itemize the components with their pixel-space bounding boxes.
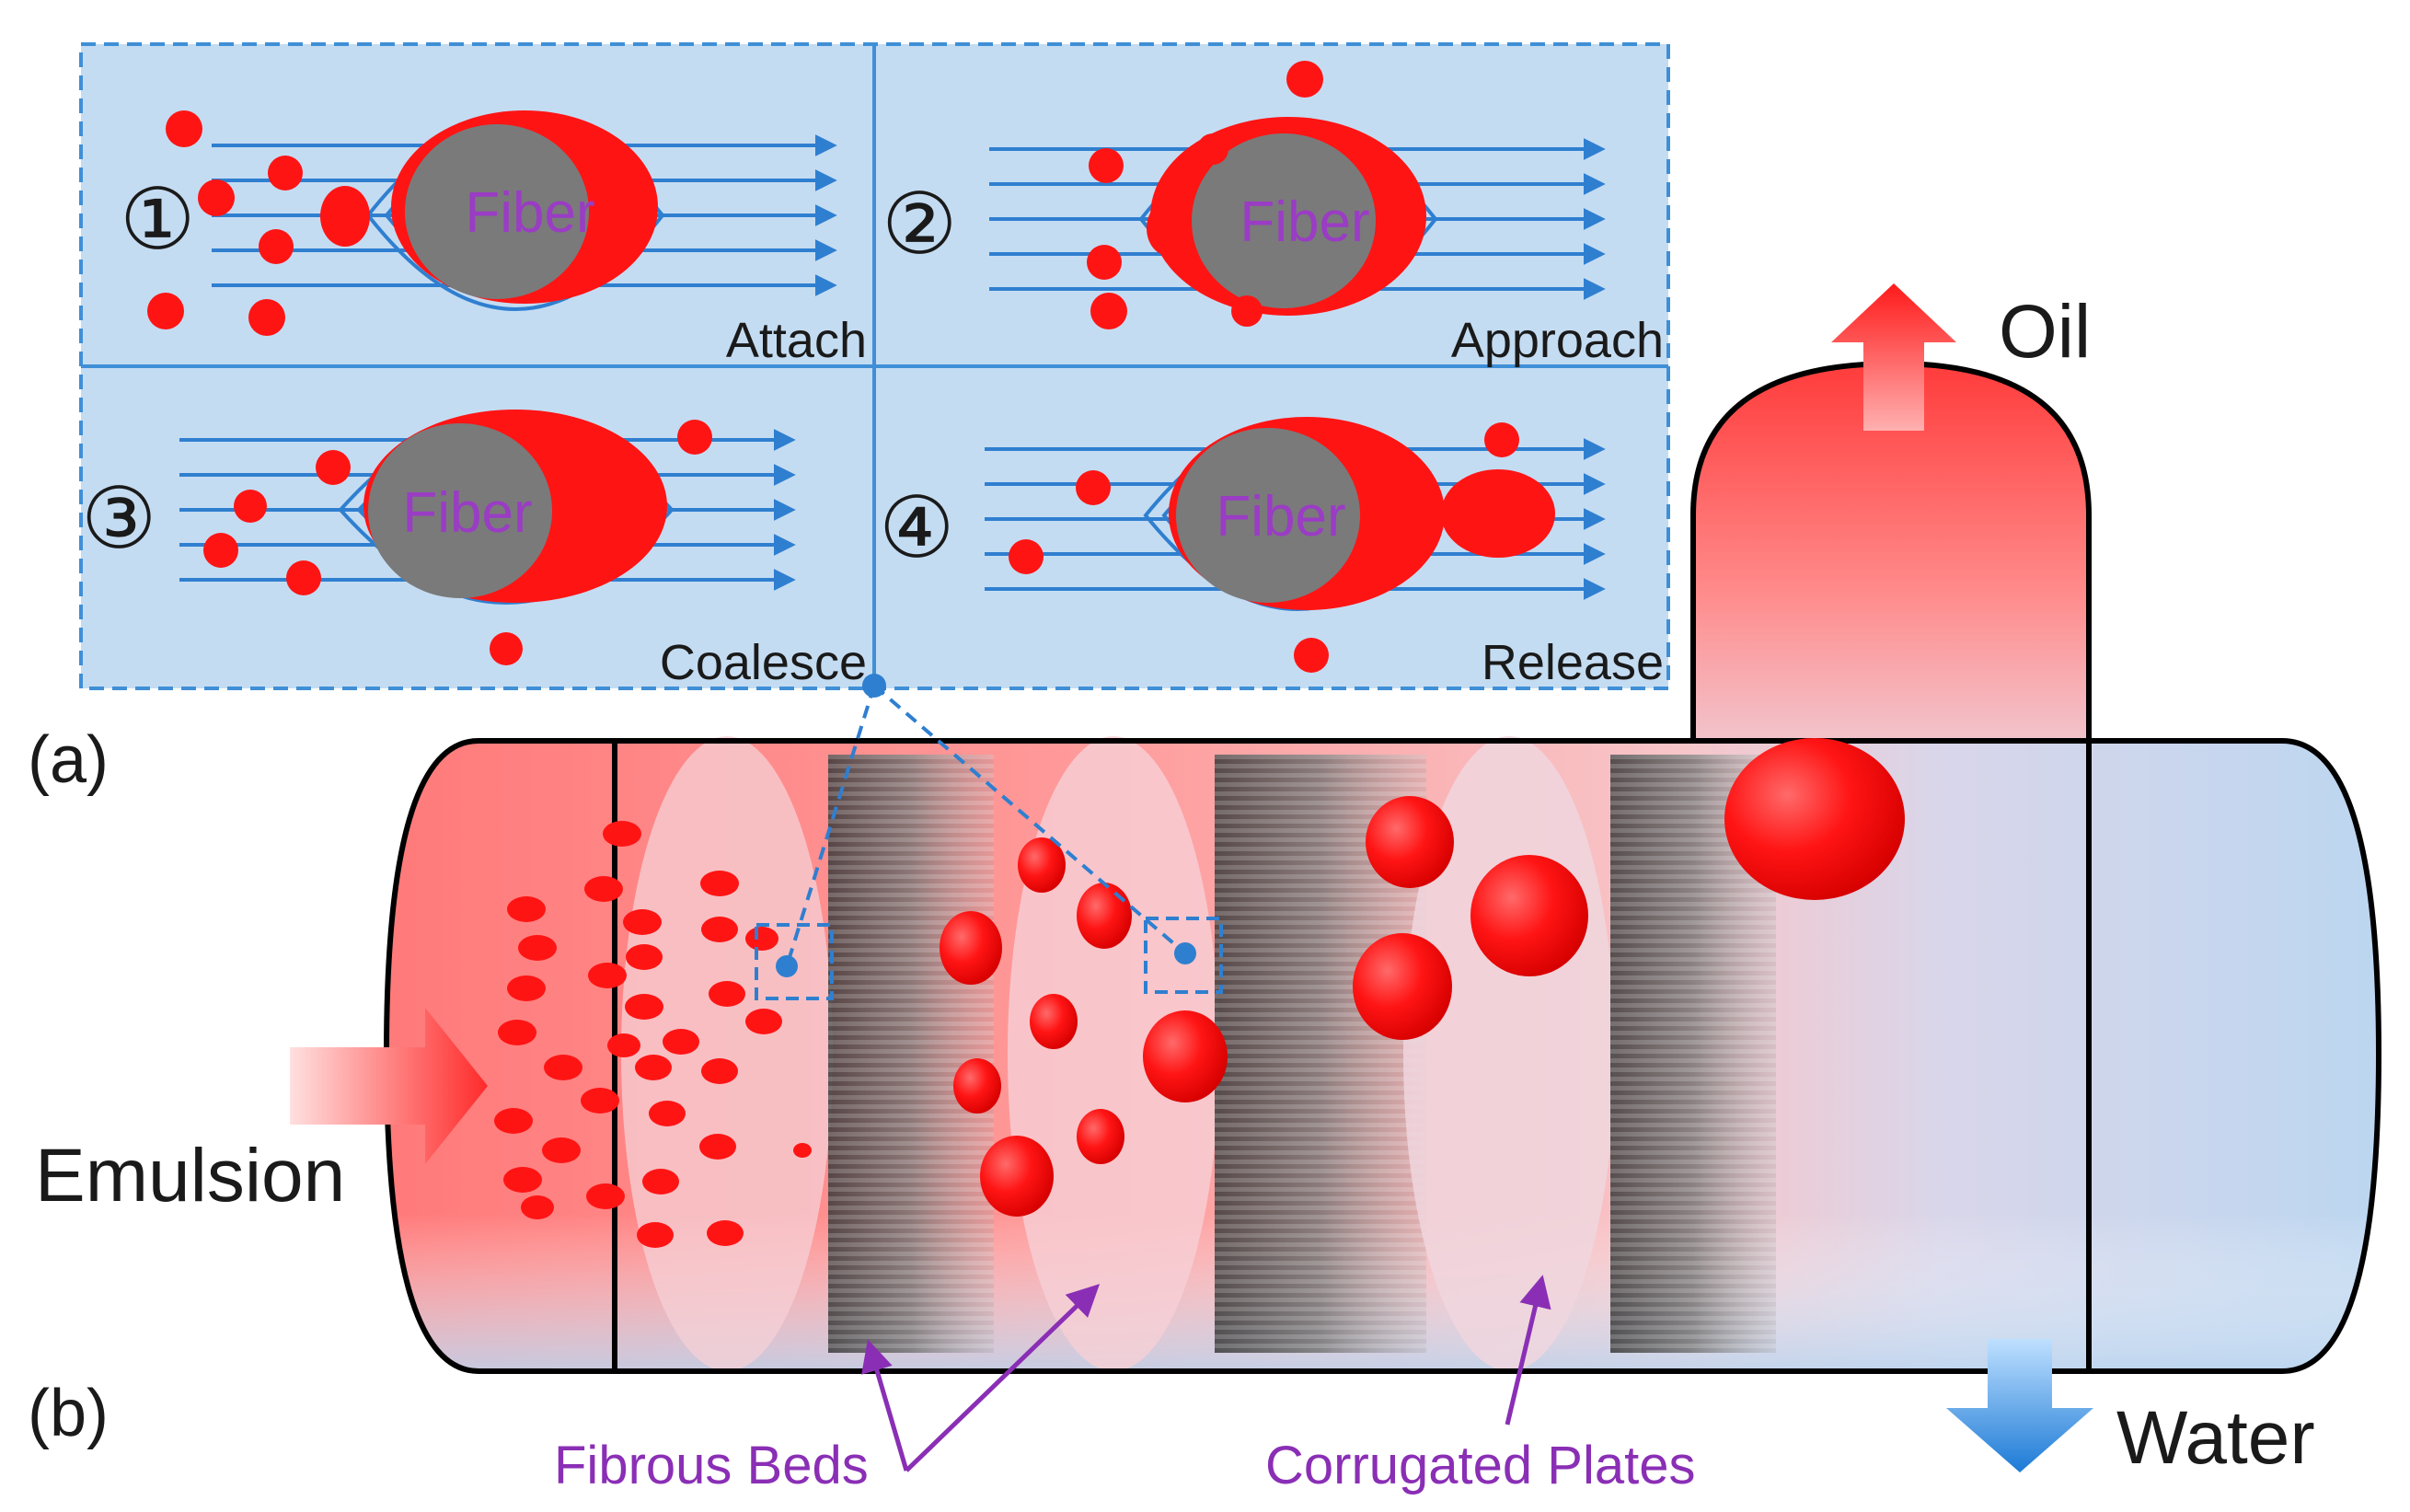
emulsion-droplets: [494, 821, 812, 1248]
oil-outlet-arrow: [1831, 283, 1956, 431]
fiber-core: [1176, 428, 1360, 603]
corrugated-plates-label: Corrugated Plates: [1265, 1436, 1695, 1495]
step-caption: Coalesce: [660, 635, 867, 690]
fiber-core: [1192, 133, 1376, 308]
step-number: ②: [882, 178, 957, 271]
panel-b: Emulsion Oil Water (b) Fibrous Beds Corr…: [28, 283, 2382, 1495]
step-number: ④: [879, 481, 954, 575]
plate-stripes: [828, 755, 994, 1353]
oil-droplets: [203, 420, 712, 665]
step-caption: Attach: [726, 313, 867, 368]
emulsion-label: Emulsion: [35, 1134, 345, 1218]
oil-label: Oil: [1999, 290, 2091, 374]
coalesced-droplets: [940, 738, 1905, 1217]
oil-droplets: [1087, 61, 1323, 329]
step-number: ①: [120, 173, 195, 267]
fibrous-bed: [621, 736, 833, 1371]
fiber-core: [405, 124, 589, 299]
panel-b-label: (b): [28, 1377, 109, 1450]
annotation-arrows: [861, 1275, 1551, 1472]
panel-a-label: (a): [28, 723, 109, 797]
fibrous-bed: [1008, 736, 1219, 1371]
fibrous-beds-label: Fibrous Beds: [554, 1436, 869, 1495]
step-caption: Approach: [1451, 313, 1664, 368]
inset-markers: [755, 674, 1223, 1000]
oil-droplets: [147, 110, 370, 336]
step-coalesce: Fiber ③ Coalesce: [81, 410, 867, 690]
fiber-label: Fiber: [1240, 190, 1369, 254]
step-number: ③: [81, 472, 156, 566]
step-approach: Fiber ② Approach: [882, 61, 1664, 368]
step-caption: Release: [1482, 635, 1664, 690]
panel-a: Fiber ① Attach: [79, 42, 1670, 690]
water-label: Water: [2116, 1396, 2315, 1480]
step-attach: Fiber ① Attach: [120, 110, 867, 368]
fiber-label: Fiber: [1216, 485, 1345, 548]
oil-droplets: [1009, 422, 1555, 673]
fiber-label: Fiber: [402, 481, 532, 545]
step-release: Fiber ④ Release: [879, 417, 1664, 690]
emulsion-inlet-arrow: [290, 1008, 488, 1164]
fiber-core: [368, 423, 552, 598]
fiber-label: Fiber: [465, 181, 594, 245]
water-outlet-arrow: [1946, 1339, 2093, 1472]
vessel-outline: [383, 738, 2382, 1374]
